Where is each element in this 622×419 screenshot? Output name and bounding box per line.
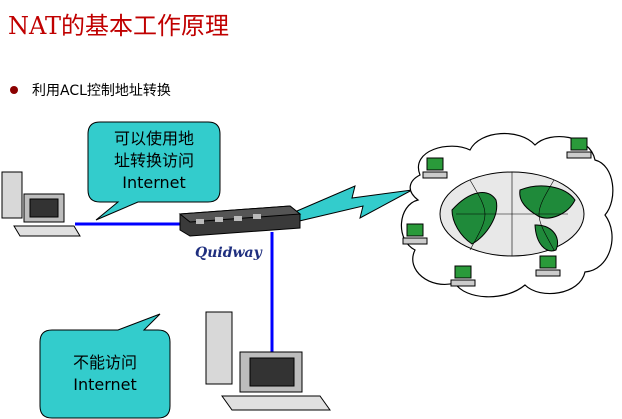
remote-host-icon [535, 255, 561, 277]
callout-allowed-text: 可以使用地 址转换访问 Internet [88, 128, 220, 194]
bullet-item: 利用ACL控制地址转换 [10, 80, 171, 100]
remote-host-icon [402, 223, 428, 245]
wan-bolt-icon [289, 185, 413, 223]
callout-denied-text: 不能访问 Internet [40, 352, 170, 396]
bullet-text: 利用ACL控制地址转换 [32, 83, 171, 99]
callout-denied-bubble [39, 313, 171, 419]
router-label: Quidway [195, 245, 263, 261]
pc-allowed-icon [1, 171, 81, 237]
remote-host-icon [566, 137, 592, 159]
callout-denied-line: 不能访问 [72, 353, 137, 372]
remote-host-icon [450, 265, 476, 287]
callout-allowed-line: Internet [122, 173, 186, 192]
globe-icon [439, 171, 585, 257]
callout-denied-line: Internet [73, 375, 137, 394]
router-icon [178, 205, 302, 237]
bullet-dot [10, 86, 18, 94]
page-title: NAT的基本工作原理 [8, 12, 230, 40]
callout-allowed-bubble [87, 121, 221, 221]
callout-allowed-line: 可以使用地 [113, 129, 194, 148]
pc-denied-icon [205, 311, 331, 411]
remote-host-icon [422, 157, 448, 179]
callout-allowed-line: 址转换访问 [113, 151, 194, 170]
